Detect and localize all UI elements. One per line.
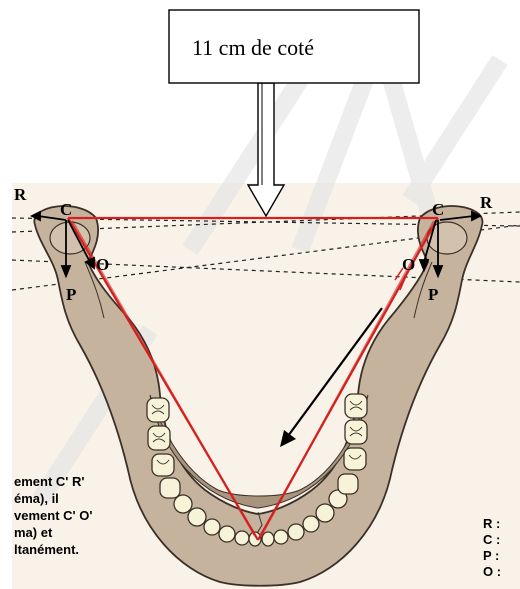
label-o-right: O: [402, 255, 415, 274]
legend-line: P :: [483, 548, 499, 563]
label-o-left: O: [96, 255, 109, 274]
label-p-right: P: [428, 285, 438, 304]
right-legend: R : C : P : O :: [483, 516, 501, 579]
callout-box: 11 cm de coté: [169, 10, 419, 83]
label-r-right: R: [480, 193, 493, 212]
label-r-left: R: [14, 185, 27, 204]
left-caption-line: ement C' R': [14, 474, 84, 489]
label-c-left: C: [60, 200, 72, 219]
left-caption-line: ltanément.: [14, 542, 79, 557]
label-p-left: P: [66, 285, 76, 304]
callout-text: 11 cm de coté: [192, 35, 314, 60]
left-caption-line: vement C' O': [14, 508, 92, 523]
legend-line: R :: [483, 516, 500, 531]
left-caption-line: éma), il: [14, 491, 59, 506]
left-caption-line: ma) et: [14, 525, 53, 540]
label-c-right: C: [432, 200, 444, 219]
legend-line: C :: [483, 532, 500, 547]
legend-line: O :: [483, 564, 501, 579]
